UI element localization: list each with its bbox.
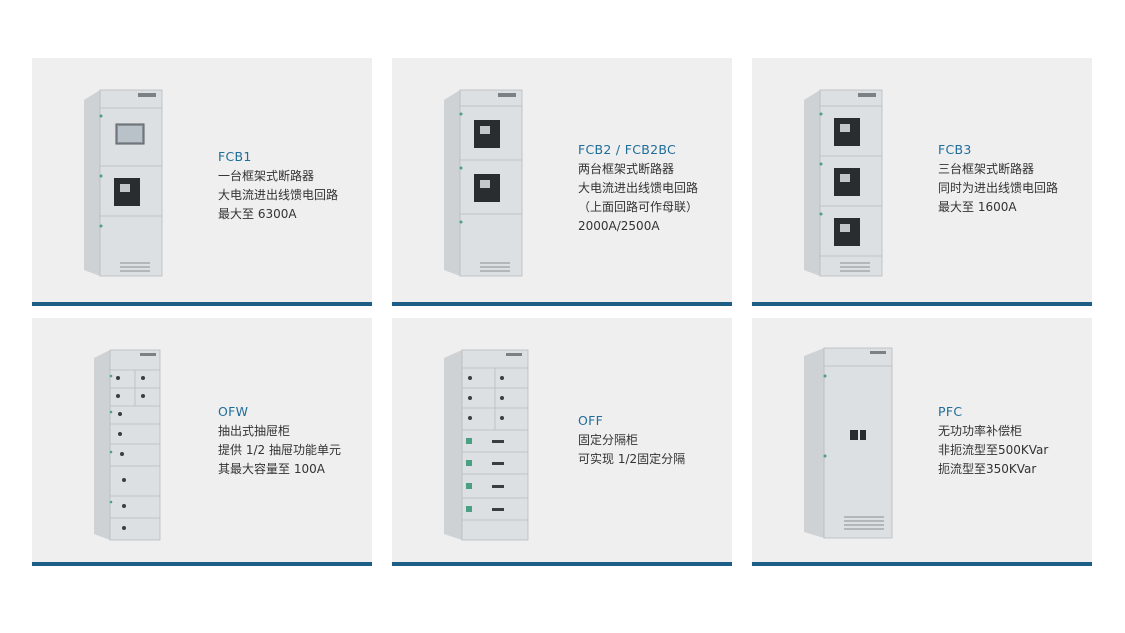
cabinet-ofw-icon: [94, 349, 161, 541]
model-name: PFC: [938, 404, 963, 419]
cabinet-pfc-icon: [804, 347, 893, 539]
cabinet-off-icon: [444, 349, 529, 541]
desc-line: 扼流型至350KVar: [938, 462, 1037, 476]
product-card-pfc[interactable]: PFC 无功功率补偿柜 非扼流型至500KVar 扼流型至350KVar: [752, 318, 1092, 566]
desc-line: 其最大容量至 100A: [218, 462, 325, 476]
product-text-fcb2: FCB2 / FCB2BC 两台框架式断路器 大电流进出线馈电回路 （上面回路可…: [578, 140, 698, 236]
product-card-fcb3[interactable]: FCB3 三台框架式断路器 同时为进出线馈电回路 最大至 1600A: [752, 58, 1092, 306]
desc-line: 固定分隔柜: [578, 433, 639, 447]
desc-line: 抽出式抽屉柜: [218, 424, 291, 438]
cabinet-fcb2-icon: [444, 89, 523, 277]
desc-line: 提供 1/2 抽屉功能单元: [218, 443, 341, 457]
product-text-pfc: PFC 无功功率补偿柜 非扼流型至500KVar 扼流型至350KVar: [938, 402, 1048, 479]
product-text-off: OFF 固定分隔柜 可实现 1/2固定分隔: [578, 411, 685, 469]
model-name: FCB2 / FCB2BC: [578, 142, 677, 157]
desc-line: 大电流进出线馈电回路: [218, 188, 339, 202]
desc-line: 2000A/2500A: [578, 219, 660, 233]
model-name: OFW: [218, 404, 249, 419]
model-name: FCB1: [218, 149, 252, 164]
product-text-fcb1: FCB1 一台框架式断路器 大电流进出线馈电回路 最大至 6300A: [218, 147, 338, 224]
desc-line: 大电流进出线馈电回路: [578, 181, 699, 195]
desc-line: 非扼流型至500KVar: [938, 443, 1049, 457]
product-card-fcb1[interactable]: FCB1 一台框架式断路器 大电流进出线馈电回路 最大至 6300A: [32, 58, 372, 306]
product-text-ofw: OFW 抽出式抽屉柜 提供 1/2 抽屉功能单元 其最大容量至 100A: [218, 402, 341, 479]
desc-line: 三台框架式断路器: [938, 162, 1035, 176]
desc-line: 最大至 6300A: [218, 207, 297, 221]
desc-line: 最大至 1600A: [938, 200, 1017, 214]
desc-line: 两台框架式断路器: [578, 162, 675, 176]
desc-line: （上面回路可作母联）: [578, 200, 699, 214]
product-text-fcb3: FCB3 三台框架式断路器 同时为进出线馈电回路 最大至 1600A: [938, 140, 1058, 217]
desc-line: 一台框架式断路器: [218, 169, 315, 183]
model-name: OFF: [578, 413, 604, 428]
model-name: FCB3: [938, 142, 972, 157]
cabinet-fcb1-icon: [84, 89, 163, 277]
product-card-fcb2[interactable]: FCB2 / FCB2BC 两台框架式断路器 大电流进出线馈电回路 （上面回路可…: [392, 58, 732, 306]
desc-line: 可实现 1/2固定分隔: [578, 452, 686, 466]
cabinet-fcb3-icon: [804, 89, 883, 277]
product-card-ofw[interactable]: OFW 抽出式抽屉柜 提供 1/2 抽屉功能单元 其最大容量至 100A: [32, 318, 372, 566]
product-card-off[interactable]: OFF 固定分隔柜 可实现 1/2固定分隔: [392, 318, 732, 566]
desc-line: 同时为进出线馈电回路: [938, 181, 1059, 195]
desc-line: 无功功率补偿柜: [938, 424, 1023, 438]
